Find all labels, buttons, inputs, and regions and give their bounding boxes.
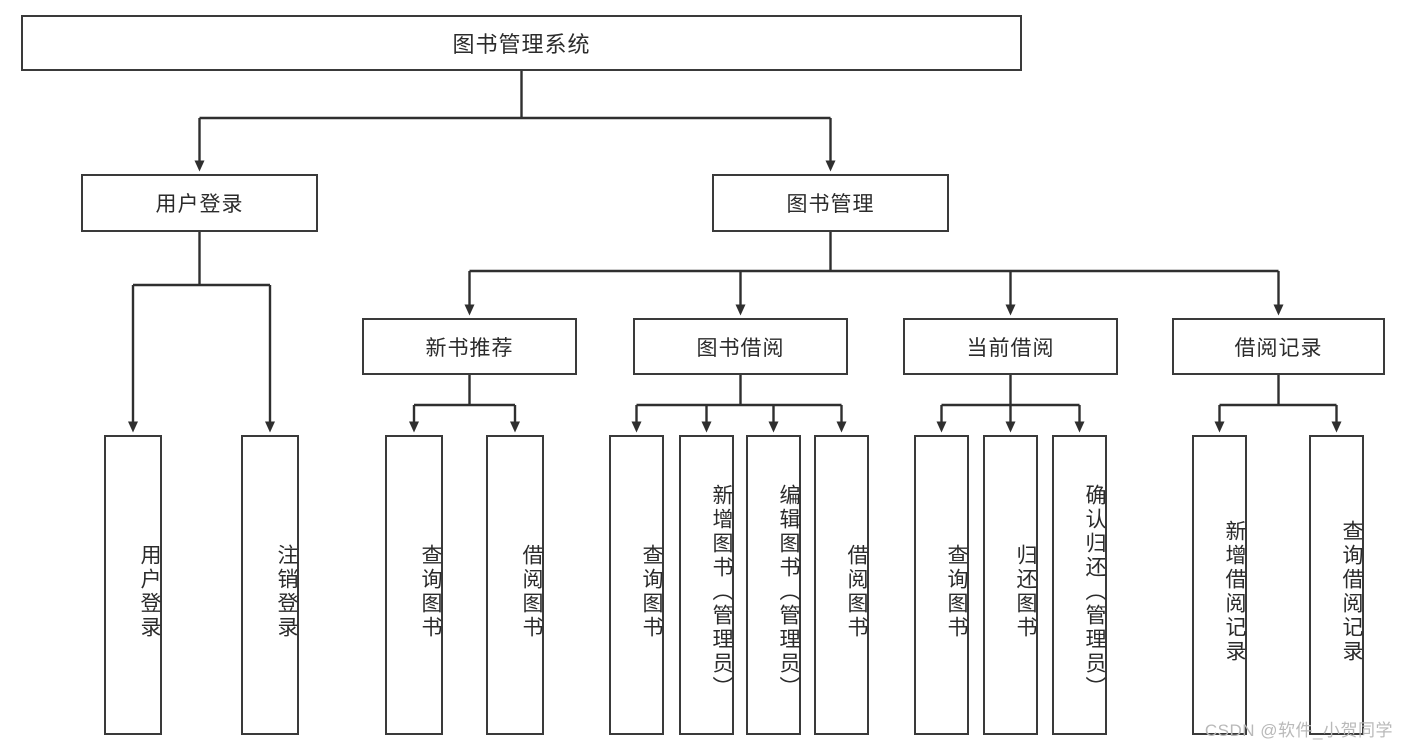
node-label: 用户登录 (138, 544, 161, 640)
node-book_mgmt[interactable]: 图书管理 (712, 174, 949, 232)
node-label: 当前借阅 (966, 336, 1055, 360)
node-cur_borrow[interactable]: 当前借阅 (903, 318, 1118, 375)
node-l_user_logout[interactable]: 注销登录 (241, 435, 299, 735)
node-root[interactable]: 图书管理系统 (21, 15, 1022, 71)
node-label: 图书管理 (786, 193, 875, 216)
node-book_borrow[interactable]: 图书借阅 (633, 318, 848, 375)
node-label: 借阅记录 (1234, 336, 1323, 360)
node-label: 查询图书 (419, 544, 442, 640)
node-label: 借阅图书 (845, 544, 868, 640)
node-l_bb_add[interactable]: 新增图书（管理员） (679, 435, 734, 735)
node-label: 编辑图书（管理员） (777, 484, 800, 700)
node-label: 查询图书 (945, 544, 968, 640)
node-label: 新增图书（管理员） (710, 484, 733, 700)
node-label: 借阅图书 (520, 544, 543, 640)
node-l_nr_query[interactable]: 查询图书 (385, 435, 443, 735)
node-label: 确认归还（管理员） (1083, 484, 1106, 700)
node-user_login[interactable]: 用户登录 (81, 174, 318, 232)
node-l_cb_confirm[interactable]: 确认归还（管理员） (1052, 435, 1107, 735)
node-l_bb_borrow[interactable]: 借阅图书 (814, 435, 869, 735)
csdn-watermark: CSDN @软件_小贺同学 (1204, 721, 1393, 740)
node-new_rec[interactable]: 新书推荐 (362, 318, 577, 375)
node-label: 注销登录 (275, 544, 298, 640)
node-label: 查询借阅记录 (1340, 520, 1363, 664)
node-label: 查询图书 (640, 544, 663, 640)
node-borrow_log[interactable]: 借阅记录 (1172, 318, 1385, 375)
node-l_bb_edit[interactable]: 编辑图书（管理员） (746, 435, 801, 735)
node-label: 用户登录 (155, 193, 244, 216)
node-label: 新增借阅记录 (1223, 520, 1246, 664)
node-label: 图书管理系统 (452, 32, 591, 57)
node-label: 新书推荐 (425, 336, 514, 360)
node-l_user_login[interactable]: 用户登录 (104, 435, 162, 735)
node-l_bl_add[interactable]: 新增借阅记录 (1192, 435, 1247, 735)
node-l_cb_query[interactable]: 查询图书 (914, 435, 969, 735)
node-l_nr_borrow[interactable]: 借阅图书 (486, 435, 544, 735)
node-l_cb_return[interactable]: 归还图书 (983, 435, 1038, 735)
node-l_bl_query[interactable]: 查询借阅记录 (1309, 435, 1364, 735)
node-label: 归还图书 (1014, 544, 1037, 640)
node-label: 图书借阅 (696, 336, 785, 360)
node-l_bb_query[interactable]: 查询图书 (609, 435, 664, 735)
